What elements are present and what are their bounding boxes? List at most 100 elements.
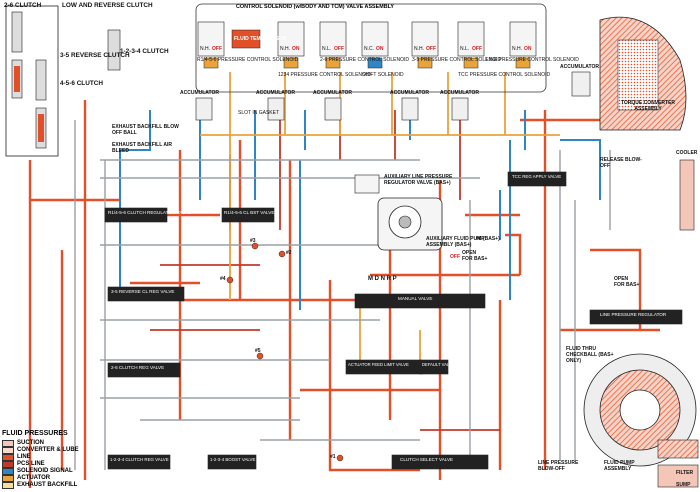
solenoid-name-2: 1234 PRESSURE CONTROL SOLENOID	[278, 72, 371, 78]
bas-checkball-label: #6 (BAS+)	[476, 236, 500, 242]
solenoid-state-6: N.L.	[460, 46, 470, 52]
fluid-pump-label: FLUID PUMP ASSEMBLY	[604, 460, 635, 472]
cooler-label: COOLER	[676, 150, 698, 156]
filter-label: FILTER	[676, 470, 694, 476]
solenoid-state-4: N.C.	[364, 46, 374, 52]
accumulator-2: ACCUMULATOR	[256, 90, 295, 96]
valve-label-1234-reg: 1-2-3-4 CLUTCH REG VALVE	[110, 457, 169, 462]
clutch-packs	[5, 5, 121, 157]
legend-item-converter: CONVERTER & LUBE	[2, 446, 79, 454]
solenoid-bodies	[197, 21, 537, 69]
exhaust-circuits	[74, 120, 611, 470]
torque-converter	[599, 16, 687, 131]
valve-label-r1456-reg: R1/4-5-6 CLUTCH REGULATOR VALVE	[108, 210, 191, 215]
legend-title: FLUID PRESSURES	[2, 430, 68, 437]
legend-item-signal: SOLENOID SIGNAL	[2, 467, 73, 475]
solenoid-state-3: N.L.	[322, 46, 332, 52]
legend-label: LINE	[17, 454, 31, 460]
legend-swatch	[2, 481, 14, 489]
valve-label-line-reg: LINE PRESSURE REGULATOR	[600, 312, 667, 317]
accumulator-4: ACCUMULATOR	[390, 90, 429, 96]
aux-pump-status: OFF	[450, 254, 460, 260]
valve-label-default: DEFAULT VALVE	[422, 362, 455, 367]
accumulators	[195, 71, 591, 121]
open-for-bas-1: OPEN FOR BAS+	[462, 250, 488, 262]
legend-swatch	[2, 474, 14, 482]
legend-label: SOLENOID SIGNAL	[17, 468, 73, 474]
legend-label: EXHAUST BACKFILL	[17, 482, 78, 488]
solenoid-status-7: ON	[524, 46, 532, 52]
legend-swatch	[2, 453, 14, 461]
solenoid-status-3: OFF	[334, 46, 344, 52]
valve-label-aux-line: AUXILIARY LINE PRESSURE REGULATOR VALVE …	[384, 174, 453, 186]
torque-converter-label: TORQUE CONVERTER ASSEMBLY	[620, 100, 676, 112]
fluid-pump	[583, 353, 699, 488]
exhaust-air-bleed: EXHAUST BACKFILL AIR BLEED	[112, 142, 172, 154]
sump-label: SUMP	[676, 482, 691, 488]
valve-label-1234-boost: 1-2-3-4 BOOST VALVE	[210, 457, 256, 462]
exhaust-blowoff-ball: EXHAUST BACKFILL BLOW OFF BALL	[112, 124, 179, 136]
fluid-temp-sensor: FLUID TEMP SENSOR	[234, 36, 287, 42]
release-blowoff-label: RELEASE BLOW-OFF	[600, 157, 642, 169]
solenoid-name-5: 3-5 PRESSURE CONTROL SOLENOID	[412, 57, 502, 63]
clutch-label-low-reverse: LOW AND REVERSE CLUTCH	[62, 2, 153, 9]
legend-item-actuator: ACTUATOR	[2, 474, 50, 482]
accumulator-5: ACCUMULATOR	[440, 90, 479, 96]
valve-label-3-5-reverse: 3-5 REVERSE CL REG VALVE	[111, 289, 175, 294]
solenoid-state-1: N.H.	[200, 46, 210, 52]
checkball-2: #2	[286, 250, 292, 256]
checkball-5: #5	[255, 348, 261, 354]
solenoid-name-4: SHIFT SOLENOID	[362, 72, 404, 78]
auxiliary-pump	[377, 197, 443, 251]
legend-label: SUCTION	[17, 440, 44, 446]
solenoid-status-6: OFF	[472, 46, 482, 52]
solenoid-status-5: OFF	[426, 46, 436, 52]
legend-label: PCS LINE	[17, 461, 45, 467]
legend-item-exhaust: EXHAUST BACKFILL	[2, 481, 77, 489]
cooler	[679, 159, 695, 231]
legend-label: CONVERTER & LUBE	[17, 447, 79, 453]
manual-valve-positions: M D N R P	[368, 276, 397, 282]
clutch-label-1234: 1-2-3-4 CLUTCH	[120, 48, 169, 55]
solenoid-status-1: OFF	[212, 46, 222, 52]
solenoid-state-5: N.H.	[414, 46, 424, 52]
pcs-circuits	[150, 110, 500, 431]
valve-label-clutch-select: CLUTCH SELECT VALVE	[400, 457, 454, 462]
open-for-bas-2: OPEN FOR BAS+	[614, 276, 640, 288]
checkballs	[226, 242, 344, 462]
legend-swatch	[2, 439, 14, 447]
accumulator-1: ACCUMULATOR	[180, 90, 219, 96]
aux-pump-label: AUXILIARY FLUID PUMP ASSEMBLY (BAS+)	[426, 236, 485, 248]
valve-label-actuator-feed: ACTUATOR FEED LIMIT VALVE	[348, 362, 409, 367]
solenoid-state-7: N.H.	[512, 46, 522, 52]
checkball-label: FLUID THRU CHECKBALL (BAS+ ONLY)	[566, 346, 614, 364]
solenoid-status-2: ON	[292, 46, 300, 52]
solenoid-name-7: LINE PRESSURE CONTROL SOLENOID	[486, 57, 579, 63]
slot-in-gasket: SLOT IN GASKET	[238, 110, 280, 116]
legend-label: ACTUATOR	[17, 475, 51, 481]
solenoid-header: CONTROL SOLENOID (w/BODY AND TCM) VALVE …	[235, 4, 395, 10]
accumulator-3: ACCUMULATOR	[313, 90, 352, 96]
legend-swatch	[2, 467, 14, 475]
legend-swatch	[2, 460, 14, 468]
solenoid-name-1: R1/4-5-6 PRESSURE CONTROL SOLENOID	[197, 57, 299, 63]
valve-label-r1456-bst: R1/4-5-6 CL BST VALVE	[224, 210, 275, 215]
solenoid-state-2: N.H.	[280, 46, 290, 52]
legend-swatch	[2, 446, 14, 454]
valve-bodies	[104, 171, 683, 470]
accumulator-6: ACCUMULATOR	[560, 64, 599, 70]
valve-label-2-6: 2-6 CLUTCH REG VALVE	[111, 365, 165, 370]
valve-label-tcc: TCC REG APPLY VALVE	[512, 174, 562, 179]
checkball-3: #3	[250, 238, 256, 244]
checkball-1: #1	[330, 454, 336, 460]
legend-item-pcs: PCS LINE	[2, 460, 45, 468]
line-blowoff-label: LINE PRESSURE BLOW-OFF	[538, 460, 579, 472]
solenoid-status-4: ON	[376, 46, 384, 52]
legend-item-line: LINE	[2, 453, 31, 461]
solenoid-name-6: TCC PRESSURE CONTROL SOLENOID	[458, 72, 551, 78]
valve-label-manual: MANUAL VALVE	[398, 296, 433, 301]
legend-item-suction: SUCTION	[2, 439, 44, 447]
solenoid-name-3: 2-6 PRESSURE CONTROL SOLENOID	[320, 57, 410, 63]
